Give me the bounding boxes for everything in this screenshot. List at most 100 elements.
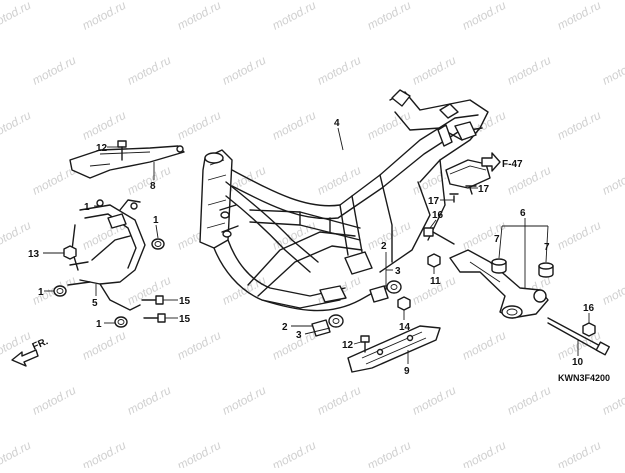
- callout-14: 14: [399, 322, 411, 333]
- watermark-text-4: motod.ru: [365, 0, 414, 33]
- watermark-text-62: motod.ru: [555, 438, 604, 468]
- watermark-text-9: motod.ru: [220, 53, 269, 88]
- watermark-text-8: motod.ru: [125, 53, 174, 88]
- nut-part-16-lower: [582, 322, 596, 337]
- watermark-text-34: motod.ru: [555, 218, 604, 253]
- callout-1-bottom: 1: [96, 319, 102, 330]
- stopper-rubber-part-7-a: [491, 258, 507, 274]
- watermark-text-61: motod.ru: [460, 438, 509, 468]
- watermark-text-17: motod.ru: [270, 108, 319, 143]
- watermark-text-32: motod.ru: [365, 218, 414, 253]
- watermark-text-5: motod.ru: [460, 0, 509, 33]
- callout-16-upper: 16: [432, 210, 444, 221]
- callout-1-left: 1: [38, 287, 44, 298]
- callout-6: 6: [520, 208, 526, 219]
- main-frame: [199, 89, 489, 312]
- watermark-text-57: motod.ru: [80, 438, 129, 468]
- rubber-part-3-upper: [386, 280, 402, 294]
- collar-part-1-c: [114, 316, 128, 328]
- callout-3-lower: 3: [296, 330, 302, 341]
- watermark-text-51: motod.ru: [220, 383, 269, 418]
- diagram-code: KWN3F4200: [558, 373, 610, 383]
- callout-12-upper: 12: [96, 143, 108, 154]
- stopper-rubber-part-7-b: [538, 262, 554, 278]
- watermark-text-13: motod.ru: [600, 53, 625, 88]
- watermark-text-54: motod.ru: [505, 383, 554, 418]
- callout-2-lower: 2: [282, 322, 288, 333]
- callout-12-lower: 12: [342, 340, 354, 351]
- nut-part-13: [63, 245, 77, 260]
- callout-7-left: 7: [494, 234, 500, 245]
- callout-10: 10: [572, 357, 584, 368]
- callout-8: 8: [150, 181, 156, 192]
- rubber-part-2-lower: [311, 319, 331, 337]
- reference-label: F-47: [502, 159, 523, 170]
- watermark-text-58: motod.ru: [175, 438, 224, 468]
- watermark-text-50: motod.ru: [125, 383, 174, 418]
- callout-17-a: 17: [478, 184, 490, 195]
- bolt-part-10: [547, 317, 610, 356]
- callout-15-a: 15: [179, 296, 191, 307]
- callout-2-upper: 2: [381, 241, 387, 252]
- watermark-text-2: motod.ru: [175, 0, 224, 33]
- callout-labels: 12 8 1 1 13 1 5 15 15 1 4 2 3 2 3 14 12 …: [28, 118, 595, 377]
- callout-15-b: 15: [179, 314, 191, 325]
- bracket-part-8: [69, 145, 185, 179]
- watermark-text-41: motod.ru: [600, 273, 625, 308]
- callout-3-upper: 3: [395, 266, 401, 277]
- clip-part-17-b: [449, 193, 459, 203]
- front-direction-arrow: [11, 349, 39, 367]
- callout-5: 5: [92, 298, 98, 309]
- watermark-text-28: motod.ru: [0, 218, 34, 253]
- front-marker-label: FR.: [31, 336, 50, 353]
- watermark-text-55: motod.ru: [600, 383, 625, 418]
- collar-part-1-a: [151, 238, 165, 250]
- watermark-text-60: motod.ru: [365, 438, 414, 468]
- bracket-part-5: [67, 199, 146, 311]
- cover-near-f47: [445, 159, 491, 189]
- bolt-part-15-b: [143, 313, 166, 323]
- rubber-part-3-lower: [328, 314, 344, 328]
- collar-part-1-b: [53, 285, 67, 297]
- watermark-text-20: motod.ru: [555, 108, 604, 143]
- nut-part-14: [397, 296, 411, 311]
- watermark-text-59: motod.ru: [270, 438, 319, 468]
- bolt-part-12-upper: [117, 140, 127, 161]
- watermark-text-27: motod.ru: [600, 163, 625, 198]
- callout-7-right: 7: [544, 242, 550, 253]
- watermark-text-14: motod.ru: [0, 108, 34, 143]
- callout-11: 11: [430, 276, 441, 287]
- callout-13: 13: [28, 249, 40, 260]
- watermark-text-44: motod.ru: [175, 328, 224, 363]
- watermark-text-36: motod.ru: [125, 273, 174, 308]
- clip-part-17-a: [465, 185, 477, 195]
- callout-1-right: 1: [153, 215, 159, 226]
- bolt-part-16-upper: [423, 227, 455, 245]
- callout-17-b: 17: [428, 196, 440, 207]
- watermark-text-49: motod.ru: [30, 383, 79, 418]
- reference-arrow: [481, 152, 501, 172]
- callout-1-top: 1: [84, 202, 90, 213]
- watermark-text-16: motod.ru: [175, 108, 224, 143]
- watermark-text-52: motod.ru: [315, 383, 364, 418]
- callout-4: 4: [334, 118, 340, 129]
- watermark-text-47: motod.ru: [460, 328, 509, 363]
- nut-part-11: [427, 253, 441, 268]
- watermark-text-11: motod.ru: [410, 53, 459, 88]
- watermark-text-10: motod.ru: [315, 53, 364, 88]
- watermark-text-3: motod.ru: [270, 0, 319, 33]
- watermark-text-12: motod.ru: [505, 53, 554, 88]
- callout-9: 9: [404, 366, 410, 377]
- watermark-text-1: motod.ru: [80, 0, 129, 33]
- watermark-text-43: motod.ru: [80, 328, 129, 363]
- watermark-text-6: motod.ru: [555, 0, 604, 33]
- watermark-text-53: motod.ru: [410, 383, 459, 418]
- watermark-text-15: motod.ru: [80, 108, 129, 143]
- watermark-text-0: motod.ru: [0, 0, 34, 33]
- watermark-text-56: motod.ru: [0, 438, 34, 468]
- step-bracket-part-9: [347, 325, 441, 373]
- hanger-part-6: [449, 249, 549, 319]
